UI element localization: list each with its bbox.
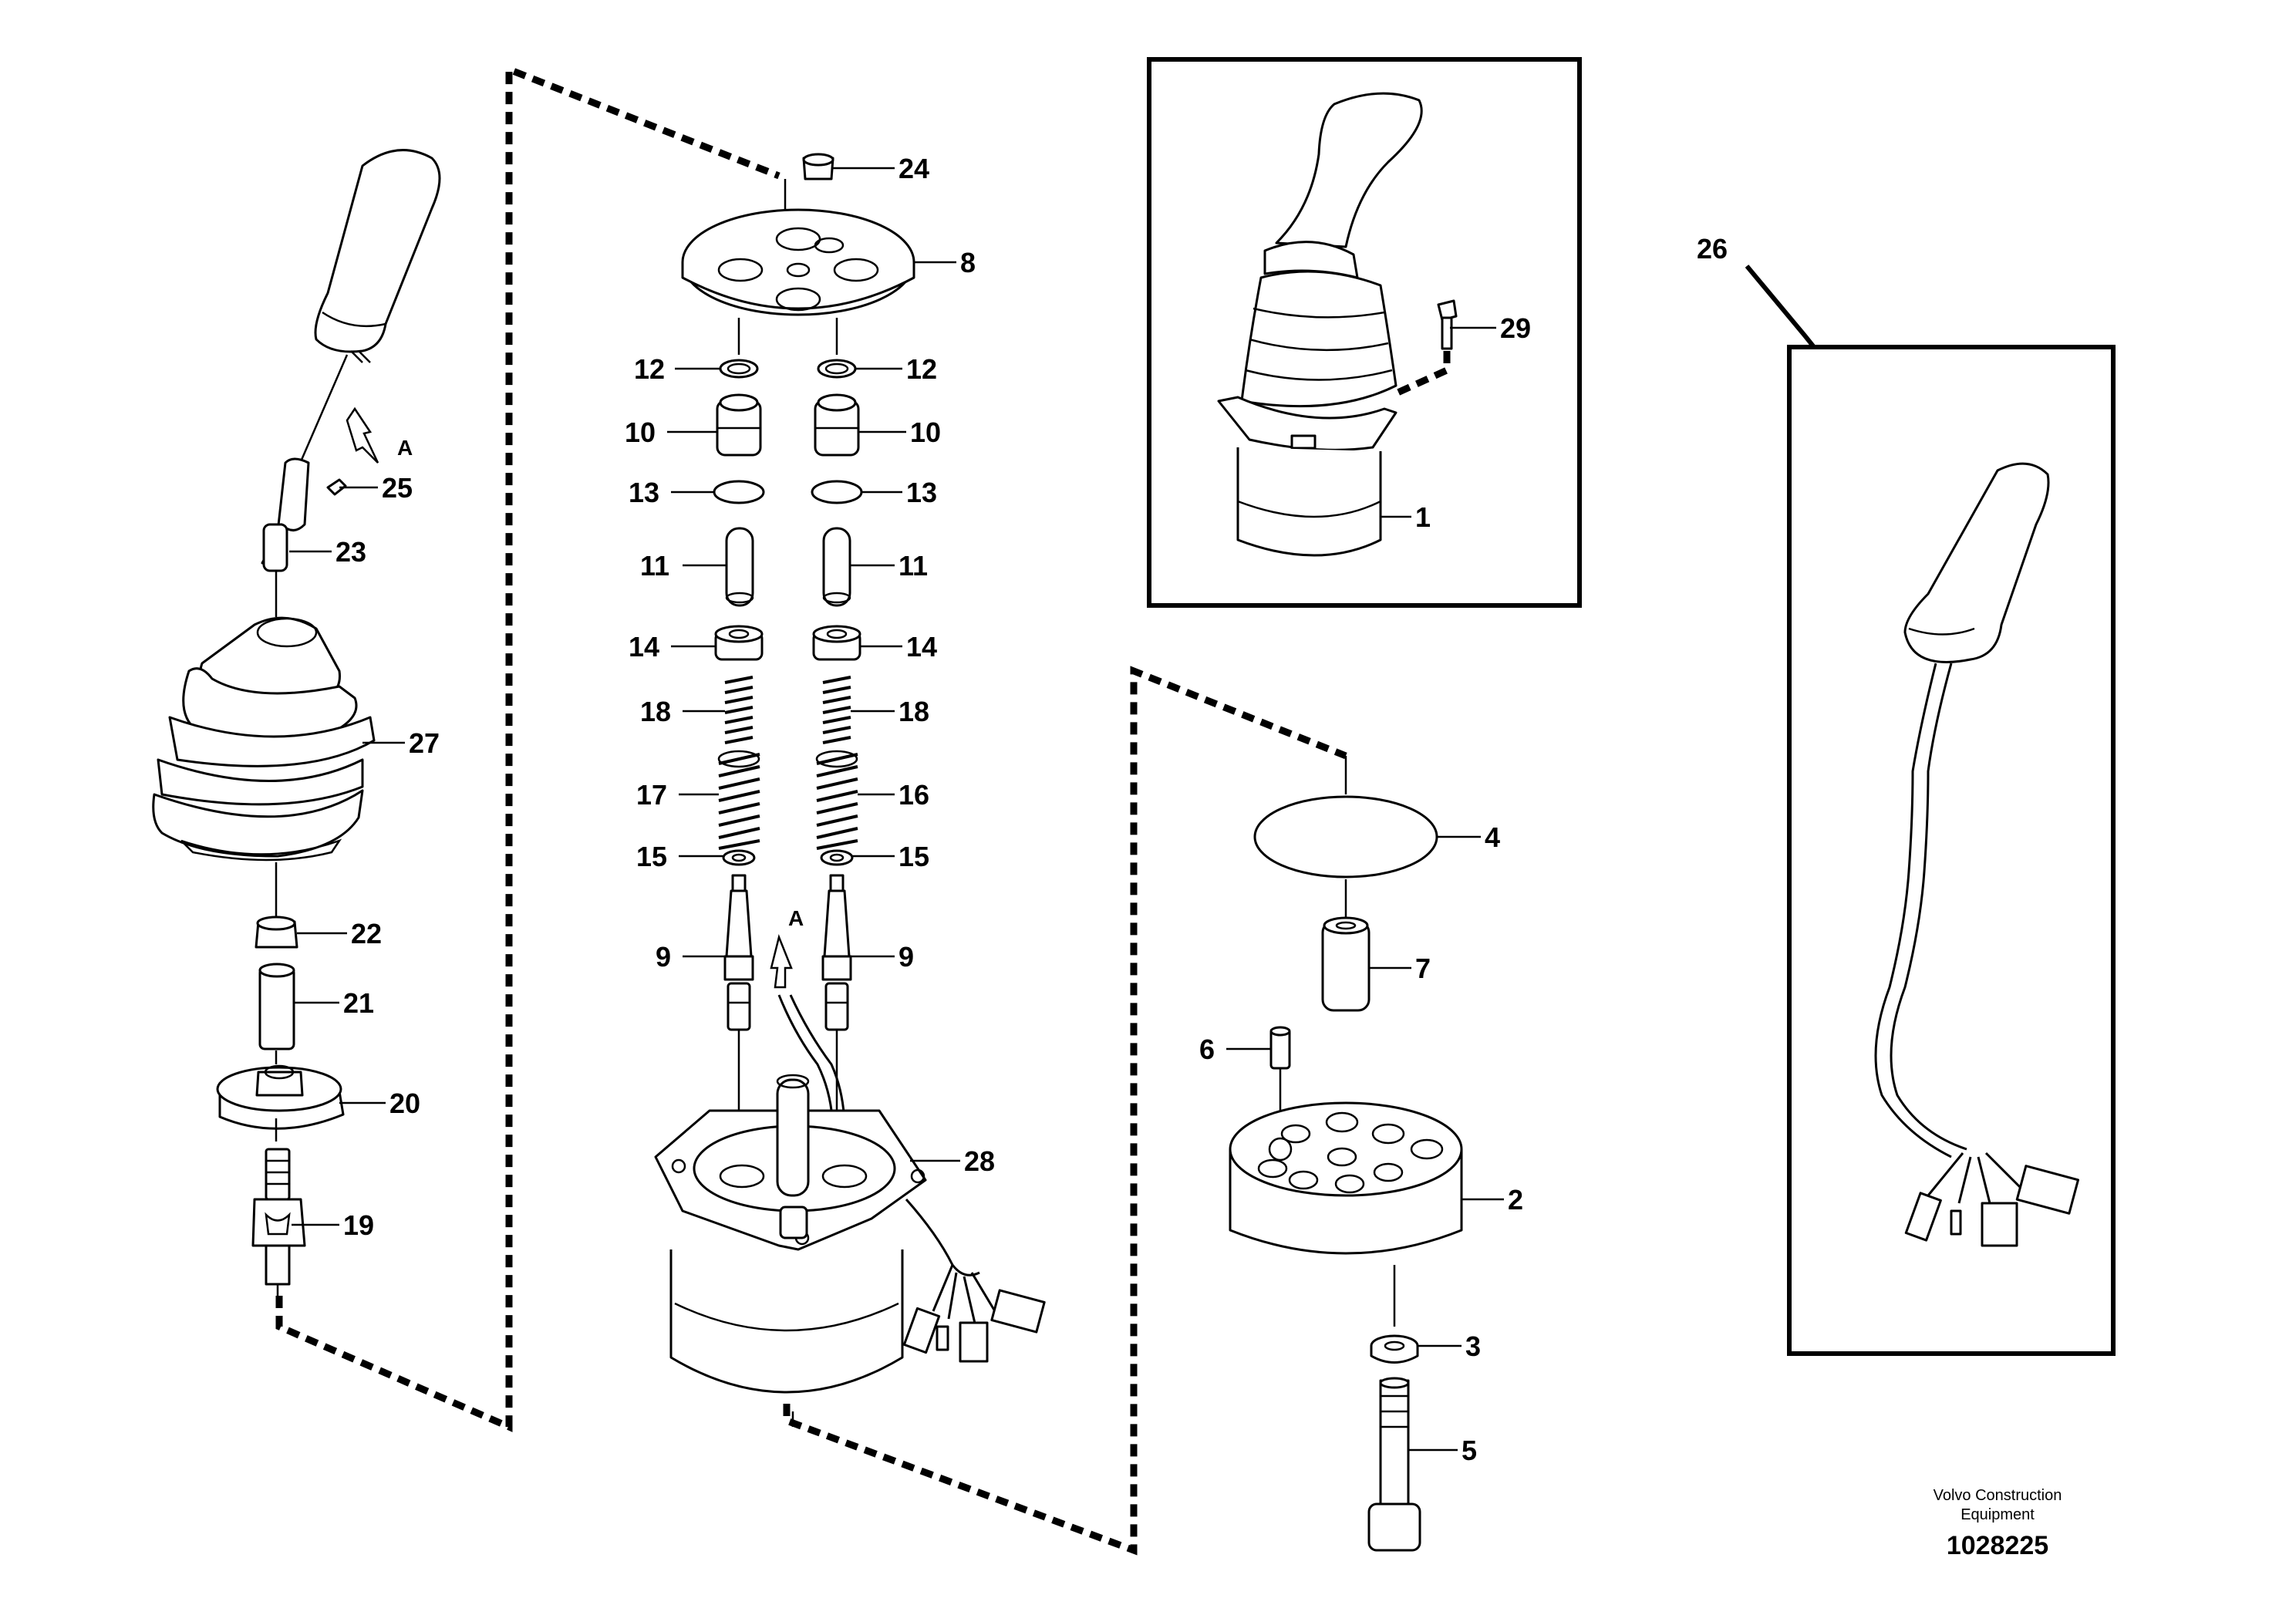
electrical-connector-icon [902,1199,1046,1363]
callout-4: 4 [1485,821,1500,853]
view-letter-a-center: A [788,906,804,930]
part-3-washer [1370,1334,1419,1364]
part-16-spring [815,750,858,850]
part-23-tube [261,457,310,572]
part-12-right-seal [817,359,857,379]
part-2-body [1229,1101,1463,1255]
part-14-left-washer [714,625,764,661]
part-20-plate [216,1064,345,1130]
callout-19: 19 [343,1209,374,1241]
callout-11-right: 11 [899,550,928,582]
callout-11-left: 11 [640,550,669,582]
callout-24: 24 [899,153,929,184]
callout-9-right: 9 [899,941,914,973]
callout-18-left: 18 [640,696,671,727]
part-8-plate [681,208,915,316]
company-name-line1: Volvo Construction [1934,1487,2062,1504]
part-6-pin [1269,1026,1291,1070]
callout-15-left: 15 [636,841,667,872]
assembled-lever-frame [1147,57,1582,608]
view-arrow-a-left: A [346,406,413,464]
callout-23: 23 [335,536,366,568]
part-17-spring [717,750,760,850]
callout-labels: 24 8 12 12 10 10 13 13 11 11 14 14 18 18… [335,153,1728,1466]
callout-2: 2 [1508,1184,1523,1216]
callout-18-right: 18 [899,696,929,727]
leader-lines [289,167,1504,1452]
callout-10-right: 10 [910,416,941,448]
callout-15-right: 15 [899,841,929,872]
part-14-right-washer [812,625,861,661]
valve-body-icon [654,1074,927,1394]
part-10-left-guide [716,393,762,457]
view-letter-a-left: A [397,436,413,460]
part-9-right-pusher [821,874,852,1031]
callout-16: 16 [899,779,929,811]
drawing-number: 1028225 [1947,1531,2048,1560]
view-arrow-a-center: A [770,906,804,989]
callout-6: 6 [1199,1034,1215,1065]
part-11-left-plunger [725,527,754,607]
callout-5: 5 [1462,1435,1477,1466]
part-25-pin [326,478,347,496]
part-11-right-plunger [822,527,851,607]
callout-12-right: 12 [906,353,937,385]
callout-14-left: 14 [629,631,659,663]
callout-25: 25 [382,472,413,504]
harness-connector-icon [1904,1152,2080,1247]
left-handle-assembly: A [152,149,441,1296]
part-15-right-washer [820,849,854,866]
callout-17: 17 [636,779,667,811]
callout-22: 22 [351,918,382,949]
part-24-plug [802,153,834,180]
part-13-right-oring [811,480,863,504]
harness-frame-group [1745,265,2116,1356]
callout-1: 1 [1415,501,1431,533]
part-9-left-pusher [723,874,754,1031]
part-5-bolt [1367,1377,1421,1552]
assembled-lever [1217,92,1458,557]
lever-handle-icon [314,149,441,363]
group-boundary-lines [275,64,1347,1556]
center-valve-assembly: A [654,153,1046,1427]
part-18-right-spring [822,676,851,744]
callout-14-right: 14 [906,631,937,663]
callout-20: 20 [389,1088,420,1119]
part-21-sleeve [258,963,295,1050]
callout-21: 21 [343,987,374,1019]
callout-10-left: 10 [625,416,656,448]
part-12-left-seal [719,359,759,379]
rubber-boot-icon [152,616,376,862]
callout-29: 29 [1500,312,1531,344]
part-4-oring [1253,795,1438,878]
part-7-sleeve [1321,916,1371,1012]
callout-7: 7 [1415,953,1431,984]
callout-13-left: 13 [629,477,659,508]
callout-13-right: 13 [906,477,937,508]
callout-27: 27 [409,727,440,759]
callout-12-left: 12 [634,353,665,385]
lower-right-parts [1229,756,1463,1552]
title-block: Volvo Construction Equipment 1028225 [1934,1487,2062,1560]
callout-28: 28 [964,1145,995,1177]
part-13-left-oring [713,480,765,504]
callout-3: 3 [1465,1330,1481,1362]
part-10-right-guide [814,393,860,457]
part-19-fork [251,1148,306,1286]
callout-26: 26 [1697,233,1728,265]
callout-9-left: 9 [656,941,671,973]
part-18-left-spring [724,676,754,744]
callout-8: 8 [960,247,976,278]
part-15-left-washer [722,849,756,866]
company-name-line2: Equipment [1961,1506,2035,1523]
part-22-bushing [255,916,298,949]
